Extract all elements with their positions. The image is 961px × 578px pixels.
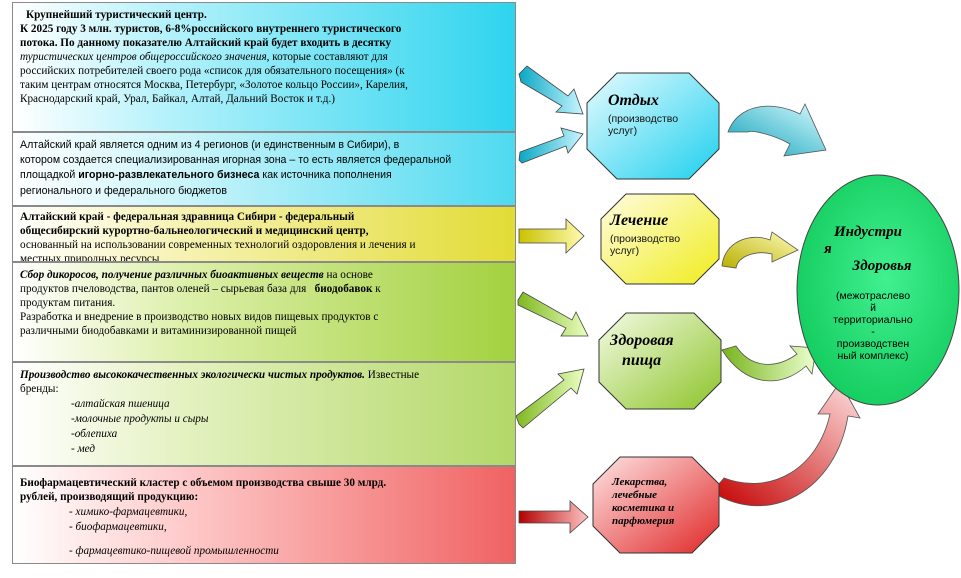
node-drugs-line-3: парфюмерия xyxy=(612,515,675,527)
p1-line-0: Крупнейший туристический центр. xyxy=(26,9,207,21)
arrow-p3-to-treatment xyxy=(518,218,585,254)
industry-sub-4: производствен xyxy=(836,338,910,350)
p1-line-6: таким центрам относятся Москва, Петербур… xyxy=(20,79,408,91)
p6-line-0: Биофармацевтический кластер с объемом пр… xyxy=(20,477,387,489)
node-rest-sub-1: услуг) xyxy=(608,125,638,137)
panel-biopharma: Биофармацевтический кластер с объемом пр… xyxy=(12,466,516,564)
node-treatment: Лечение (производство услуг) xyxy=(600,193,720,285)
arrow-p5-to-food xyxy=(515,368,585,429)
p5-line-2: бренды: xyxy=(20,383,59,395)
p1-line-3: туристических центров общероссийского зн… xyxy=(20,51,270,63)
panel-bioadditives: Сбор дикоросов, получение различных биоа… xyxy=(12,262,516,362)
p6-line-3: - биофармацевтики, xyxy=(69,521,167,533)
p1-line-4: которые составляют для xyxy=(269,51,388,63)
curve-rest-to-industry xyxy=(727,103,827,157)
p2-line-2: площадкой xyxy=(20,169,79,181)
industry-sub-1: й xyxy=(870,302,876,314)
curve-food-to-industry xyxy=(721,345,817,382)
node-treatment-sub-1: услуг) xyxy=(610,245,640,257)
p5-line-6: - мед xyxy=(71,443,96,455)
node-healthy-food: Здоровая пища xyxy=(598,312,722,410)
arrow-p2-to-rest xyxy=(518,127,584,164)
p3-line-3: местных природных ресурсы xyxy=(20,253,160,262)
p5-line-0: Производство высококачественных экологич… xyxy=(20,369,365,381)
node-treatment-title: Лечение xyxy=(610,212,669,229)
industry-sub-0: (межотраслево xyxy=(835,290,911,302)
p4-line-7: различными биодобавками и витаминизирова… xyxy=(20,325,297,337)
panel-health-resort: Алтайский край - федеральная здравница С… xyxy=(12,206,516,262)
p6-line-2: - химико-фармацевтики, xyxy=(69,506,188,518)
node-medicines: Лекарства, лечебные косметика и парфюмер… xyxy=(592,456,720,554)
p6-line-4: - фармацевтико-пищевой промышленности xyxy=(69,545,279,557)
p5-line-1: Известные xyxy=(364,369,420,381)
industry-sub-3: - xyxy=(871,326,875,338)
p5-line-4: -молочные продукты и сыры xyxy=(71,413,209,425)
node-rest: Отдых (производство услуг) xyxy=(586,72,720,180)
p2-line-5: регионального и федерального бюджетов xyxy=(20,185,227,197)
p4-line-4: к xyxy=(372,283,381,295)
industry-title: Индустри я Здоровья xyxy=(818,224,918,275)
p4-line-6: Разработка и внедрение в производство но… xyxy=(20,311,379,323)
p4-line-3: биодобавок xyxy=(314,283,373,295)
arrow-p6-to-drugs xyxy=(518,500,589,534)
node-rest-sub-0: (производство xyxy=(608,113,679,125)
p1-line-5: российских потребителей своего рода «спи… xyxy=(20,65,405,77)
p4-line-0: Сбор дикоросов, получение различных биоа… xyxy=(20,269,324,281)
p2-line-1: котором создается специализированная иго… xyxy=(20,154,452,166)
p2-line-0: Алтайский край является одним из 4 регио… xyxy=(20,139,400,151)
curve-drugs-to-industry xyxy=(711,381,861,507)
panel-eco-products: Производство высококачественных экологич… xyxy=(12,362,516,466)
arrow-p1-to-rest xyxy=(518,65,584,115)
p4-line-1: на основе xyxy=(323,269,373,281)
p5-line-5: -облепиха xyxy=(71,428,118,440)
industry-sub-5: ный комплекс) xyxy=(837,350,909,362)
node-food-title-0: Здоровая xyxy=(610,332,674,349)
node-rest-title: Отдых xyxy=(608,92,659,109)
p6-line-1: рублей, производящий продукцию: xyxy=(20,491,199,503)
curve-treatment-to-industry xyxy=(721,231,799,269)
p2-line-3: игорно-развлекательного бизнеса xyxy=(78,169,260,181)
industry-title-2: Здоровья xyxy=(852,258,912,274)
p1-line-1: К 2025 году 3 млн. туристов, 6-8%российс… xyxy=(20,23,402,35)
industry-sub-2: территориально xyxy=(833,314,913,326)
p3-line-0: Алтайский край - федеральная здравница С… xyxy=(20,211,355,223)
node-food-title-1: пища xyxy=(622,352,662,369)
p1-line-7: Краснодарский край, Урал, Байкал, Алтай,… xyxy=(20,93,335,105)
p4-line-5: продуктам питания. xyxy=(20,297,116,309)
p4-line-2: продуктов пчеловодства, пантов оленей – … xyxy=(20,283,307,295)
p3-line-2: основанный на использовании современных … xyxy=(20,239,416,251)
industry-ellipse xyxy=(796,174,960,406)
node-drugs-line-2: косметика и xyxy=(612,502,675,514)
node-drugs-line-0: Лекарства, xyxy=(612,476,668,488)
arrow-p4-to-food xyxy=(517,291,589,337)
node-drugs-line-1: лечебные xyxy=(612,489,658,501)
p2-line-4: как источника пополнения xyxy=(259,169,392,181)
panel-tourism: Крупнейший туристический центр. К 2025 г… xyxy=(12,2,516,132)
p5-line-3: -алтайская пшеница xyxy=(71,398,170,410)
node-treatment-sub-0: (производство xyxy=(610,233,681,245)
industry-subtitle: (межотраслево й территориально - произво… xyxy=(818,290,928,362)
industry-title-1: я xyxy=(824,241,832,257)
industry-title-0: Индустри xyxy=(833,224,903,240)
panel-gambling: Алтайский край является одним из 4 регио… xyxy=(12,132,516,206)
p3-line-1: общесибирский курортно-бальнеологический… xyxy=(20,225,369,237)
p1-line-2: потока. По данному показателю Алтайский … xyxy=(20,37,392,49)
